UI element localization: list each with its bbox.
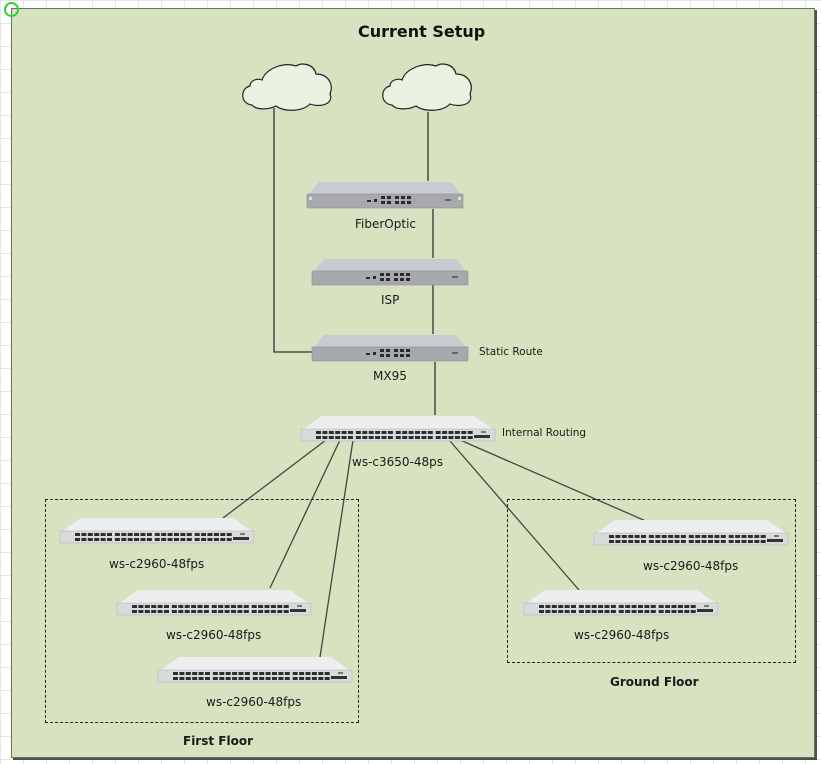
switch-label: ws-c2960-48fps <box>643 559 739 573</box>
cloud-icon[interactable] <box>240 60 336 112</box>
network-switch-icon[interactable] <box>59 516 255 544</box>
network-switch-icon[interactable] <box>523 588 719 616</box>
zone-label-ground-floor: Ground Floor <box>610 675 699 689</box>
link-core-ff1 <box>222 439 327 519</box>
appliance-label-fiberoptic: FiberOptic <box>355 217 416 231</box>
network-switch-icon[interactable] <box>157 655 353 683</box>
network-switch-icon[interactable] <box>593 518 789 546</box>
switch-label: ws-c2960-48fps <box>109 557 205 571</box>
appliance-label-isp: ISP <box>381 293 400 307</box>
zone-label-first-floor: First Floor <box>183 734 254 748</box>
switch-label: ws-c2960-48fps <box>166 628 262 642</box>
link-core-gf2 <box>449 440 586 598</box>
security-appliance-icon[interactable] <box>310 333 470 363</box>
appliance-label-mx95: MX95 <box>373 369 407 383</box>
security-appliance-icon[interactable] <box>310 257 470 287</box>
security-appliance-icon[interactable] <box>305 180 465 210</box>
link-cloud-left-mx95 <box>273 108 315 353</box>
zone-ground-floor[interactable] <box>507 499 796 663</box>
diagram-container[interactable] <box>11 8 815 758</box>
network-switch-icon[interactable] <box>300 414 496 442</box>
switch-label: ws-c2960-48fps <box>574 628 670 642</box>
annotation-static-route: Static Route <box>479 346 543 358</box>
link-core-ff3 <box>319 439 354 658</box>
selection-handle[interactable] <box>4 2 19 17</box>
switch-label: ws-c2960-48fps <box>206 695 302 709</box>
core-switch-label: ws-c3650-48ps <box>352 455 444 469</box>
cloud-icon[interactable] <box>380 60 476 112</box>
diagram-title: Current Setup <box>358 22 486 41</box>
network-switch-icon[interactable] <box>116 588 312 616</box>
link-core-ff2 <box>269 439 341 589</box>
annotation-internal-routing: Internal Routing <box>502 427 587 439</box>
zone-first-floor[interactable] <box>45 499 359 723</box>
link-core-gf1 <box>459 439 656 526</box>
